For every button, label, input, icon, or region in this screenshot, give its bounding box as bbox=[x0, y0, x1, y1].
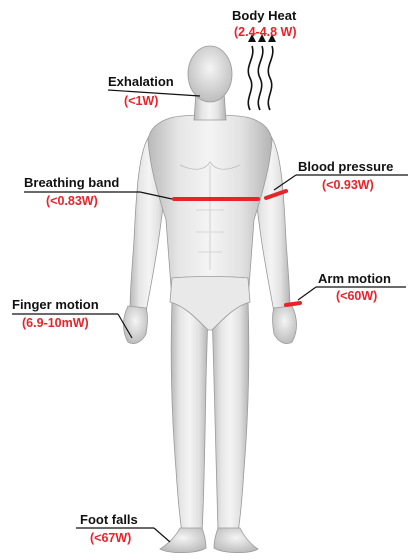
human-body-figure bbox=[124, 46, 297, 553]
finger-motion-value: (6.9-10mW) bbox=[22, 316, 89, 330]
heat-waves-icon bbox=[248, 34, 276, 110]
arm-motion-label: Arm motion bbox=[318, 271, 391, 286]
exhalation-value: (<1W) bbox=[124, 94, 158, 108]
foot-falls-label: Foot falls bbox=[80, 512, 138, 527]
breathing-band-label: Breathing band bbox=[24, 175, 119, 190]
body-heat-label: Body Heat bbox=[232, 8, 296, 23]
breathing-band-value: (<0.83W) bbox=[46, 194, 98, 208]
body-heat-value: (2.4-4.8 W) bbox=[234, 25, 297, 39]
arm-motion-mark bbox=[286, 303, 300, 305]
blood-pressure-label: Blood pressure bbox=[298, 159, 393, 174]
arm-motion-value: (<60W) bbox=[336, 289, 377, 303]
foot-falls-value: (<67W) bbox=[90, 531, 131, 545]
exhalation-label: Exhalation bbox=[108, 74, 174, 89]
finger-motion-label: Finger motion bbox=[12, 297, 99, 312]
blood-pressure-value: (<0.93W) bbox=[322, 178, 374, 192]
